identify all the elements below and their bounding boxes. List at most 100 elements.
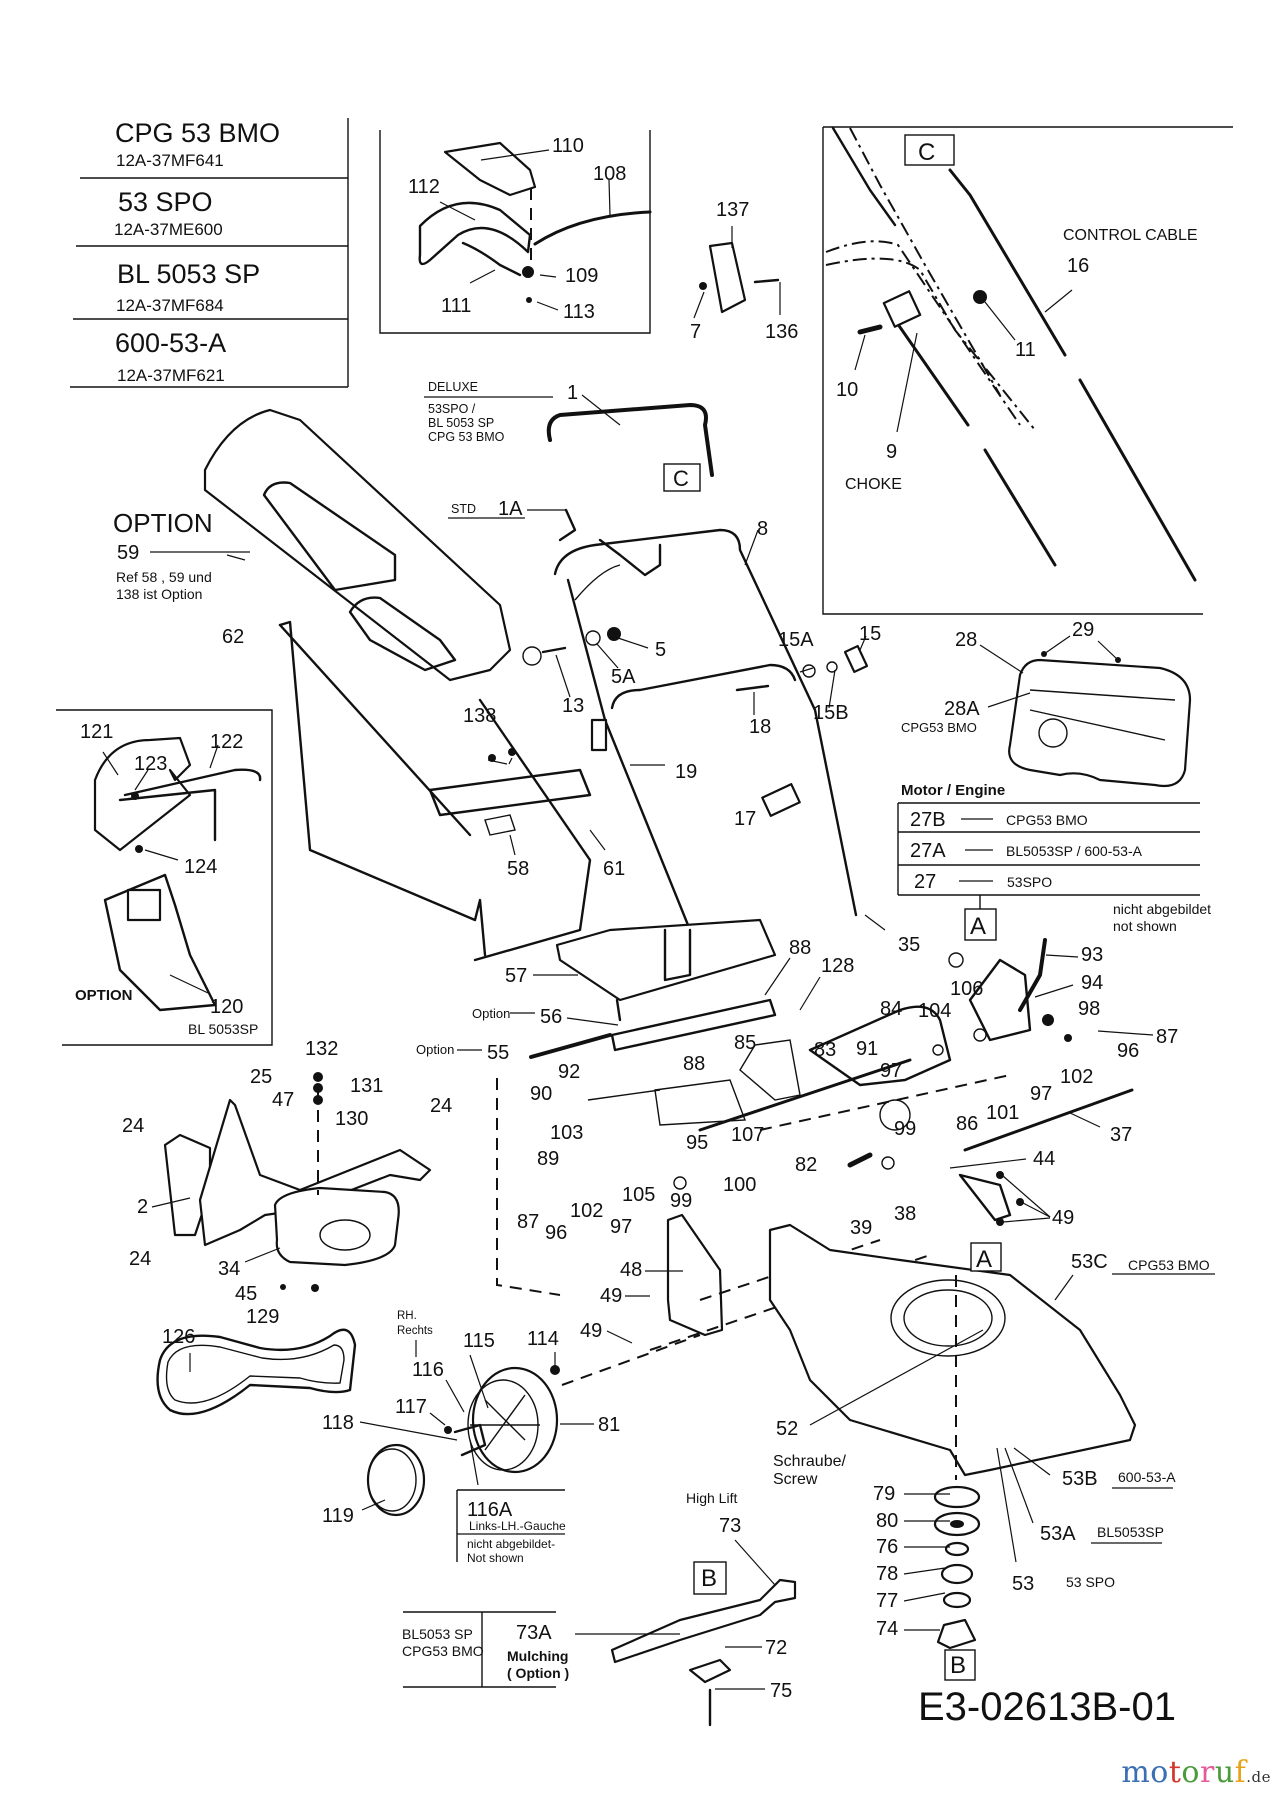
callout-98: 98	[1078, 998, 1100, 1020]
marker-a-deck-label: A	[976, 1246, 992, 1273]
callout-88: 88	[683, 1053, 705, 1075]
callout-107: 107	[731, 1124, 764, 1146]
callout-121: 121	[80, 721, 113, 743]
callout-101: 101	[986, 1102, 1019, 1124]
callout-79: 79	[873, 1483, 895, 1505]
callout-109: 109	[565, 265, 598, 287]
callout-116a-note: Links-LH.-Gauche	[469, 1519, 566, 1533]
model-name: BL 5053 SP	[117, 259, 260, 289]
callout-124: 124	[184, 856, 217, 878]
callout-8: 8	[757, 518, 768, 540]
model-name: 53 SPO	[118, 187, 213, 217]
rear-flap-and-drive: 57 Option 56 Option 55 88 128 88 85 83 9…	[416, 918, 1134, 1296]
callout-44: 44	[1033, 1148, 1055, 1170]
watermark-letters: motoruf	[1121, 1755, 1246, 1790]
callout-99: 99	[670, 1190, 692, 1212]
callout-94: 94	[1081, 972, 1103, 994]
upper-handle: C 8 5 5A 13 15 15A 15B 18 19 17	[522, 403, 920, 956]
screw-note: Schraube/	[773, 1453, 846, 1470]
option-title: OPTION	[113, 508, 213, 538]
marker-c-handle	[663, 463, 701, 492]
model-code: 12A-37MF641	[116, 151, 224, 170]
marker-c	[904, 134, 955, 166]
callout-120: 120	[210, 996, 243, 1018]
callout-55: 55	[487, 1042, 509, 1064]
option-label: OPTION	[75, 987, 133, 1004]
mulching-label: Mulching	[507, 1648, 568, 1664]
deluxe-model: 53SPO /	[428, 402, 476, 416]
callout-52: 52	[776, 1418, 798, 1440]
callout-38: 38	[894, 1203, 916, 1225]
callout-76: 76	[876, 1536, 898, 1558]
not-shown-note: nicht abgebildet	[1113, 901, 1211, 917]
callout-49: 49	[1052, 1207, 1074, 1229]
engine-title: Motor / Engine	[901, 782, 1005, 799]
callout-15b: 15B	[813, 702, 849, 724]
callout-82: 82	[795, 1154, 817, 1176]
callout-122: 122	[210, 731, 243, 753]
watermark-letter: r	[1199, 1755, 1215, 1790]
callout-17: 17	[734, 808, 756, 830]
callout-78: 78	[876, 1563, 898, 1585]
callout-10: 10	[836, 379, 858, 401]
engine-row-model: BL5053SP / 600-53-A	[1006, 843, 1143, 859]
callout-19: 19	[675, 761, 697, 783]
callout-138: 138	[463, 705, 496, 727]
mulching-model: CPG53 BMO	[402, 1643, 484, 1659]
discharge-parts: 132 25 131 47 130 24 24 2 24 34 45 129	[122, 1038, 452, 1328]
callout-53-model: 53 SPO	[1066, 1574, 1115, 1590]
callout-111: 111	[441, 295, 471, 317]
high-lift-label: High Lift	[686, 1490, 737, 1506]
engine-section: 28 29 28A CPG53 BMO Motor / Engine 27B C…	[897, 619, 1211, 941]
mulching-model: BL5053 SP	[402, 1626, 473, 1642]
model-code: 12A-37MF684	[116, 296, 224, 315]
marker-b-blade-label: B	[701, 1565, 717, 1592]
callout-75: 75	[770, 1680, 792, 1702]
callout-116a: 116A	[467, 1499, 513, 1521]
grass-bag: OPTION 59 Ref 58 , 59 und 138 ist Option…	[113, 408, 625, 962]
callout-119: 119	[322, 1505, 354, 1527]
callout-87: 87	[1156, 1026, 1178, 1048]
callout-28: 28	[955, 629, 977, 651]
deluxe-model: BL 5053 SP	[428, 416, 494, 430]
callout-73a: 73A	[516, 1622, 552, 1644]
mulching-label: ( Option )	[507, 1665, 569, 1681]
watermark-letter: o	[1181, 1755, 1200, 1790]
callout-84: 84	[880, 998, 902, 1020]
callout-73: 73	[719, 1515, 741, 1537]
screw-note: Screw	[773, 1471, 818, 1488]
callout-117: 117	[395, 1396, 427, 1418]
callout-104: 104	[918, 1000, 951, 1022]
callout-39: 39	[850, 1217, 872, 1239]
callout-24: 24	[430, 1095, 452, 1117]
callout-97: 97	[880, 1060, 902, 1082]
callout-5: 5	[655, 639, 666, 661]
engine-row-part: 27	[914, 871, 936, 893]
engine-row-model: 53SPO	[1007, 874, 1052, 890]
callout-116a-note: Not shown	[467, 1551, 524, 1565]
model-name: CPG 53 BMO	[115, 118, 280, 148]
callout-106: 106	[950, 978, 983, 1000]
callout-96: 96	[1117, 1040, 1139, 1062]
callout-24: 24	[129, 1248, 151, 1270]
callout-11: 11	[1015, 339, 1036, 361]
callout-118: 118	[322, 1412, 354, 1434]
watermark-letter: t	[1168, 1755, 1182, 1790]
callout-97: 97	[610, 1216, 632, 1238]
watermark-letter: m	[1121, 1755, 1151, 1790]
deluxe-label: DELUXE	[428, 380, 478, 394]
callout-53c: 53C	[1071, 1251, 1108, 1273]
document-id: E3-02613B-01	[918, 1685, 1176, 1729]
callout-53c-model: CPG53 BMO	[1128, 1257, 1210, 1273]
callout-1: 1	[567, 382, 578, 404]
callout-72: 72	[765, 1637, 787, 1659]
wheel-group: 126 RH. Rechts 115 114 116 117 118 81 11…	[156, 1310, 701, 1565]
callout-83: 83	[814, 1039, 836, 1061]
marker-a-deck	[970, 1242, 1002, 1272]
option-label: Option	[416, 1042, 454, 1057]
callout-114: 114	[527, 1328, 559, 1350]
callout-16: 16	[1067, 255, 1089, 277]
callout-35: 35	[898, 934, 920, 956]
callout-88: 88	[789, 937, 811, 959]
